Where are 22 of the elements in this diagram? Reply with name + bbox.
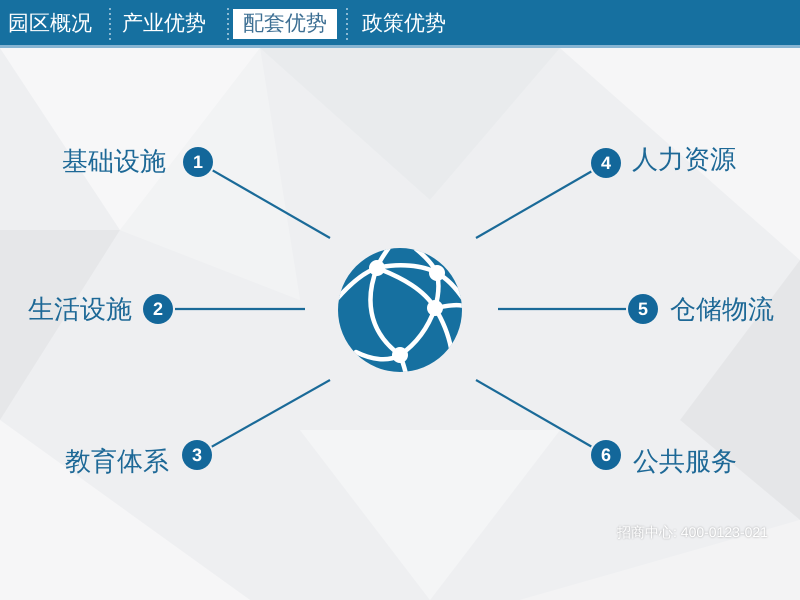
category-label: 基础设施 — [62, 145, 166, 177]
category-label: 公共服务 — [633, 445, 737, 477]
number-badge: 5 — [628, 294, 658, 324]
globe-icon — [338, 248, 462, 372]
connector-line — [211, 379, 331, 448]
category-label: 教育体系 — [65, 445, 169, 477]
connector-line — [498, 308, 626, 310]
connector-line — [212, 170, 331, 239]
nav-label: 园区概况 — [8, 11, 92, 37]
number-badge: 2 — [143, 294, 173, 324]
category-label: 生活设施 — [28, 293, 132, 325]
connector-line — [175, 308, 305, 310]
category-label: 仓储物流 — [670, 293, 774, 325]
connector-line — [475, 379, 592, 448]
connector-line — [475, 170, 592, 239]
nav-label: 政策优势 — [362, 11, 446, 37]
number-badge: 6 — [591, 440, 621, 470]
number-badge: 3 — [182, 440, 212, 470]
number-badge: 4 — [591, 148, 621, 178]
active-tab: 配套优势 — [233, 9, 337, 39]
category-label: 人力资源 — [632, 143, 736, 175]
nav-label: 产业优势 — [122, 11, 206, 37]
